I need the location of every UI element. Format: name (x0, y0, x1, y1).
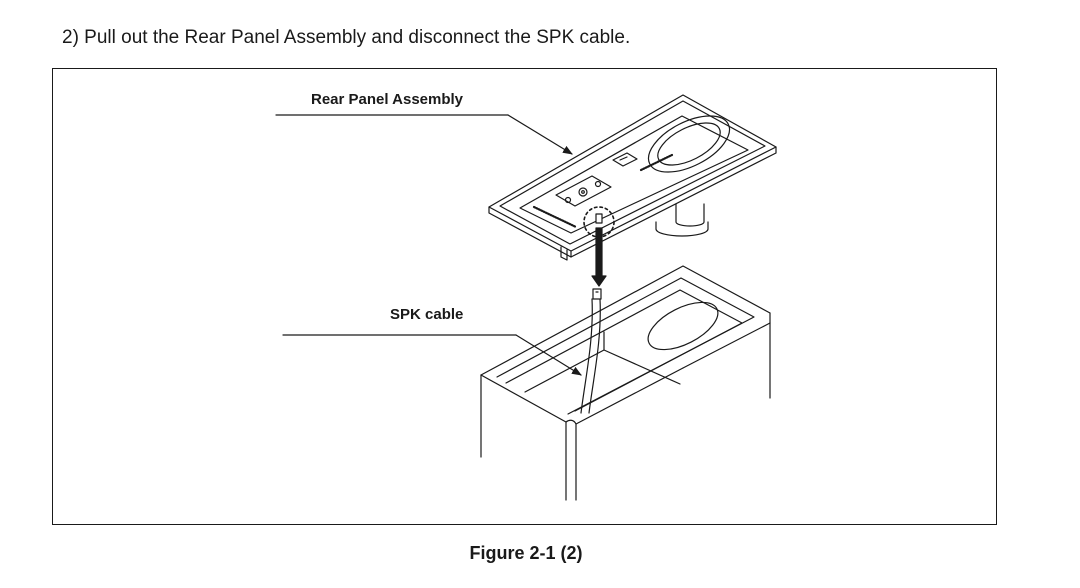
figure-frame (52, 68, 997, 525)
spk-cable-label: SPK cable (390, 306, 464, 323)
direction-arrow (591, 227, 607, 287)
spk-cable-leader (282, 334, 582, 376)
rear-panel-assembly (488, 94, 777, 261)
rear-panel-leader (275, 114, 573, 155)
step-instruction: 2) Pull out the Rear Panel Assembly and … (62, 27, 631, 48)
figure-caption: Figure 2-1 (2) (469, 543, 583, 563)
rear-panel-label: Rear Panel Assembly (311, 91, 464, 108)
speaker-cabinet (480, 265, 771, 501)
